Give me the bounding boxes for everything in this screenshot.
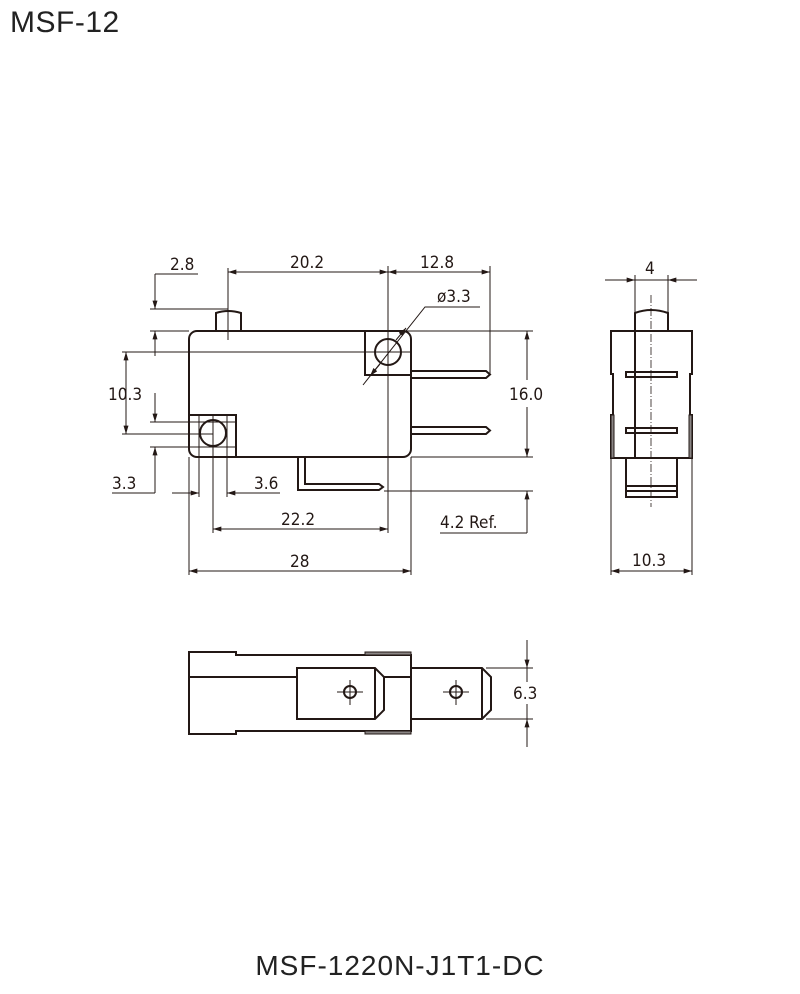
terminal-hole-icon [337, 680, 363, 705]
terminal-com [411, 370, 492, 379]
mount-boss-left [189, 414, 237, 457]
dim-hole-diameter: ø3.3 [437, 287, 471, 307]
dim-hole-spacing-h: 22.2 [281, 510, 315, 530]
dim-plunger-to-hole: 20.2 [290, 253, 324, 273]
dim-edge-to-hole-v: 3.3 [112, 474, 136, 494]
side-slot [625, 371, 678, 378]
front-view: 2.8 20.2 12.8 ø3.3 10.3 16.0 3.3 3.6 22.… [108, 253, 543, 575]
switch-body [188, 330, 412, 458]
side-slot [625, 427, 678, 434]
dim-width: 10.3 [632, 551, 666, 571]
drawing-title: MSF-12 [10, 6, 120, 39]
dim-hole-to-terminal: 12.8 [420, 253, 454, 273]
bottom-view: 6.3 [188, 640, 537, 747]
terminal-no [411, 426, 492, 435]
side-body [610, 330, 693, 459]
dim-plunger-offset: 2.8 [170, 255, 194, 275]
dim-terminal-ref: 4.2 Ref. [440, 513, 497, 533]
dim-hole-spacing-v: 10.3 [108, 385, 142, 405]
dim-height: 16.0 [509, 385, 543, 405]
side-slot [625, 485, 678, 492]
side-lower-body [625, 458, 678, 498]
side-view: 4 10.3 [605, 259, 697, 575]
side-plunger [634, 309, 669, 331]
front-dimensions [112, 266, 533, 575]
dim-length: 28 [290, 552, 309, 572]
dim-terminal-width: 6.3 [513, 684, 537, 704]
mount-boss-right [364, 331, 411, 376]
bottom-terminal-2 [411, 667, 492, 720]
bottom-terminal-1 [296, 667, 385, 720]
dim-edge-to-hole-h: 3.6 [254, 474, 278, 494]
bottom-body [188, 651, 412, 735]
dim-plunger-width: 4 [645, 259, 655, 279]
model-number: MSF-1220N-J1T1-DC [255, 950, 545, 981]
terminal-nc [297, 457, 385, 491]
terminal-hole-icon [443, 680, 469, 705]
